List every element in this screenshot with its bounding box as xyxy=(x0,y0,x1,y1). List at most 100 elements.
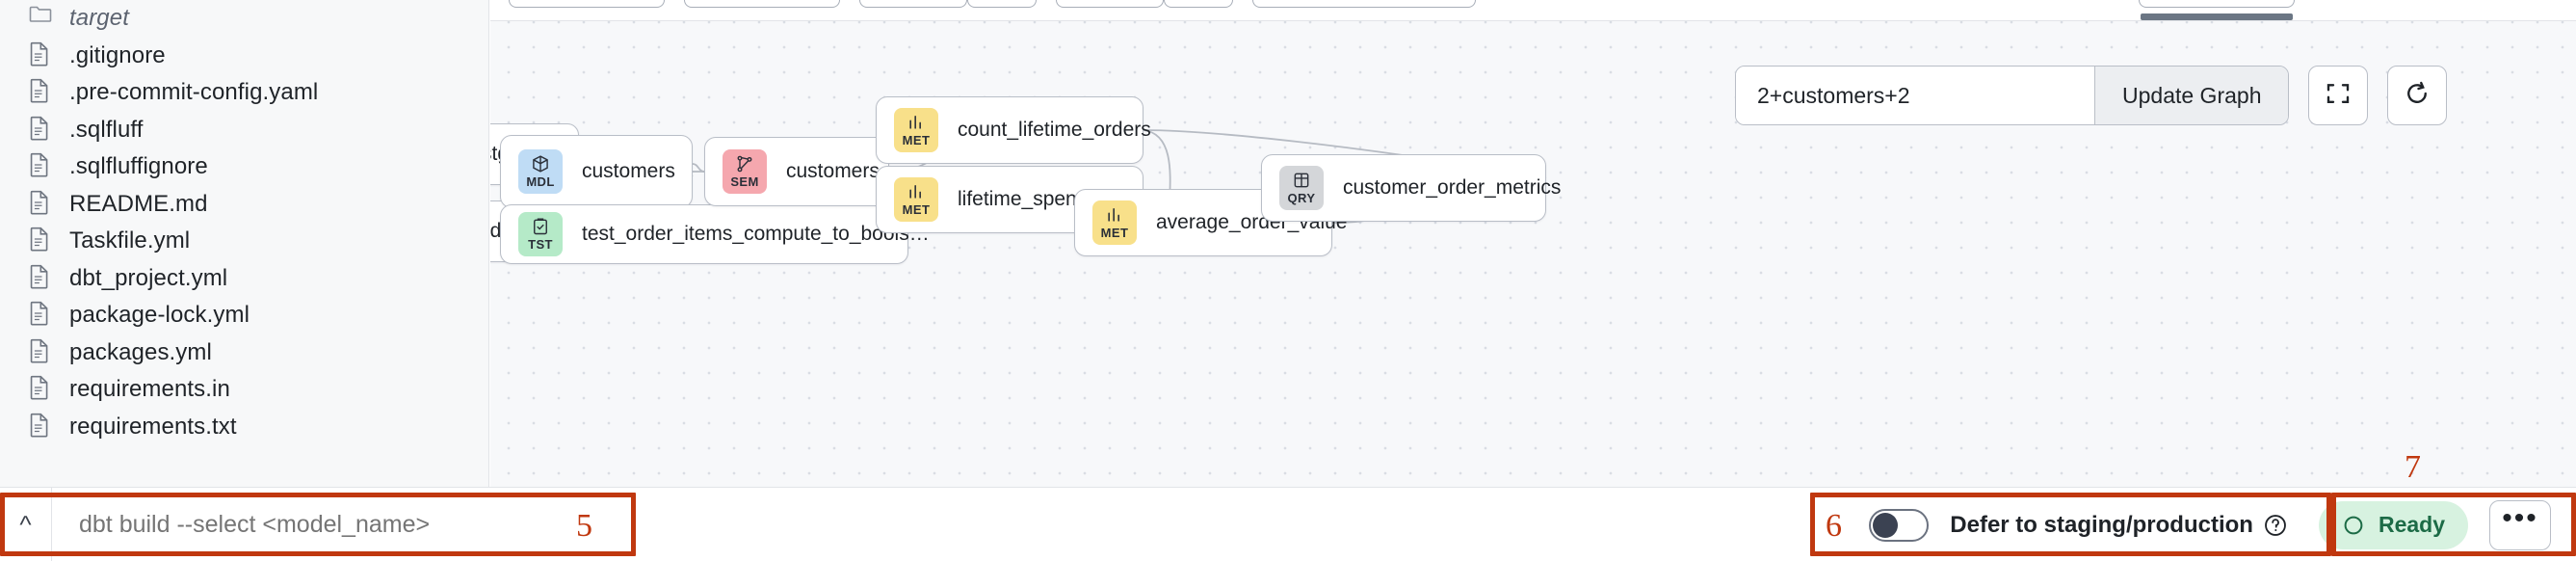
graph-node-test_order_items[interactable]: TST test_order_items_compute_to_bools… xyxy=(500,204,930,264)
bar-chart-icon: MET xyxy=(894,108,938,152)
badge-glyph xyxy=(735,154,754,174)
file-row[interactable]: README.md xyxy=(0,186,488,224)
file-row[interactable]: dbt_project.yml xyxy=(0,260,488,298)
file-icon xyxy=(29,116,54,145)
file-name: .gitignore xyxy=(69,41,166,68)
status-badge[interactable]: Ready xyxy=(2318,500,2468,549)
graph-node-count_lifetime_orders[interactable]: MET count_lifetime_orders xyxy=(876,96,1151,164)
file-icon xyxy=(29,41,54,70)
file-name: .pre-commit-config.yaml xyxy=(69,79,319,106)
graph-node-label: customer_order_metrics xyxy=(1343,176,1562,199)
expand-terminal-button[interactable]: ^ xyxy=(0,487,52,561)
file-name: requirements.txt xyxy=(69,413,237,440)
file-icon xyxy=(29,152,54,181)
semantic-node-icon: SEM xyxy=(723,149,767,194)
defer-toggle-group: Defer to staging/production xyxy=(1869,508,2288,542)
file-row[interactable]: packages.yml xyxy=(0,334,488,372)
file-icon xyxy=(29,338,54,367)
file-name: README.md xyxy=(69,190,208,217)
graph-node-label: test_order_items_compute_to_bools… xyxy=(582,223,930,245)
badge-kind-label: MET xyxy=(1100,226,1129,240)
file-icon xyxy=(29,375,54,404)
file-icon xyxy=(29,190,54,219)
lineage-selector-group: Update Graph xyxy=(1735,66,2290,125)
file-row[interactable]: target xyxy=(0,0,488,38)
fullscreen-icon xyxy=(2324,79,2353,113)
dbt-command-input[interactable] xyxy=(52,487,630,561)
tab-stub[interactable] xyxy=(1252,0,1476,8)
tab-stub[interactable] xyxy=(967,0,1037,8)
file-name: packages.yml xyxy=(69,338,212,365)
badge-kind-label: MDL xyxy=(526,174,555,189)
bar-chart-icon: MET xyxy=(894,177,938,222)
badge-kind-label: SEM xyxy=(730,174,759,189)
graph-node-label: customers xyxy=(786,160,880,182)
file-row[interactable]: .pre-commit-config.yaml xyxy=(0,74,488,112)
graph-node-customer_order_metrics[interactable]: QRY customer_order_metrics xyxy=(1261,154,1561,222)
graph-toolbar: Update Graph xyxy=(1735,66,2448,125)
badge-glyph xyxy=(907,113,926,132)
circle-outline-icon xyxy=(2342,514,2365,537)
graph-node-customers_sem[interactable]: SEM customers xyxy=(704,137,889,206)
toggle-knob xyxy=(1873,512,1899,538)
annotation-number-7: 7 xyxy=(2405,449,2421,485)
graph-node-customers_mdl[interactable]: MDL customers xyxy=(500,135,693,208)
badge-glyph xyxy=(907,182,926,201)
fullscreen-button[interactable] xyxy=(2308,66,2369,125)
tab-stub[interactable] xyxy=(509,0,665,8)
file-row[interactable]: requirements.in xyxy=(0,371,488,409)
file-explorer-panel: target .gitignore .pre-commit-config.yaml.… xyxy=(0,0,489,487)
badge-glyph xyxy=(1292,171,1311,190)
update-graph-button[interactable]: Update Graph xyxy=(2094,67,2289,124)
file-list: target .gitignore .pre-commit-config.yaml.… xyxy=(0,0,488,445)
graph-node-label: customers xyxy=(582,160,675,182)
clipboard-check-icon: TST xyxy=(518,212,563,256)
tab-stub[interactable] xyxy=(859,0,967,8)
file-name: target xyxy=(69,5,129,32)
badge-glyph xyxy=(531,154,550,174)
file-name: Taskfile.yml xyxy=(69,227,191,254)
file-row[interactable]: Taskfile.yml xyxy=(0,223,488,260)
editor-tab-strip xyxy=(490,0,2576,21)
lineage-graph-canvas[interactable]: MDLstg_customersMDLordersMDLcustomersTST… xyxy=(490,0,2576,487)
bar-chart-icon: MET xyxy=(1092,200,1137,245)
file-icon xyxy=(29,413,54,441)
file-name: .sqlfluff xyxy=(69,116,144,143)
annotation-number-5: 5 xyxy=(576,508,592,544)
file-icon xyxy=(29,264,54,293)
bottom-status-bar: ^ Defer to staging/production xyxy=(0,487,2576,561)
file-row[interactable]: requirements.txt xyxy=(0,409,488,446)
more-options-button[interactable]: ••• xyxy=(2489,499,2551,550)
file-name: requirements.in xyxy=(69,376,230,403)
file-icon xyxy=(29,78,54,107)
lineage-selector-input[interactable] xyxy=(1736,67,2094,124)
tab-stub[interactable] xyxy=(1056,0,1164,8)
file-row[interactable]: .gitignore xyxy=(0,38,488,75)
defer-toggle[interactable] xyxy=(1869,508,1930,542)
badge-glyph xyxy=(1105,205,1124,225)
folder-icon xyxy=(29,4,54,33)
badge-kind-label: MET xyxy=(902,202,931,217)
refresh-button[interactable] xyxy=(2387,66,2448,125)
file-icon xyxy=(29,301,54,330)
graph-node-label: count_lifetime_orders xyxy=(958,119,1151,141)
file-name: dbt_project.yml xyxy=(69,264,228,291)
tab-stub[interactable] xyxy=(2139,0,2295,8)
annotation-number-6: 6 xyxy=(1826,508,1842,544)
badge-kind-label: QRY xyxy=(1287,191,1316,205)
tab-stub[interactable] xyxy=(1164,0,1233,8)
file-name: package-lock.yml xyxy=(69,302,250,329)
query-table-icon: QRY xyxy=(1279,166,1324,210)
cube-icon: MDL xyxy=(518,149,563,194)
active-tab-indicator xyxy=(2141,13,2293,20)
tab-stub[interactable] xyxy=(684,0,840,8)
badge-kind-label: MET xyxy=(902,133,931,147)
file-icon xyxy=(29,227,54,255)
file-row[interactable]: package-lock.yml xyxy=(0,297,488,334)
file-row[interactable]: .sqlfluffignore xyxy=(0,148,488,186)
badge-kind-label: TST xyxy=(528,237,553,252)
file-name: .sqlfluffignore xyxy=(69,153,208,180)
question-circle-icon[interactable] xyxy=(2263,513,2288,538)
file-row[interactable]: .sqlfluff xyxy=(0,112,488,149)
